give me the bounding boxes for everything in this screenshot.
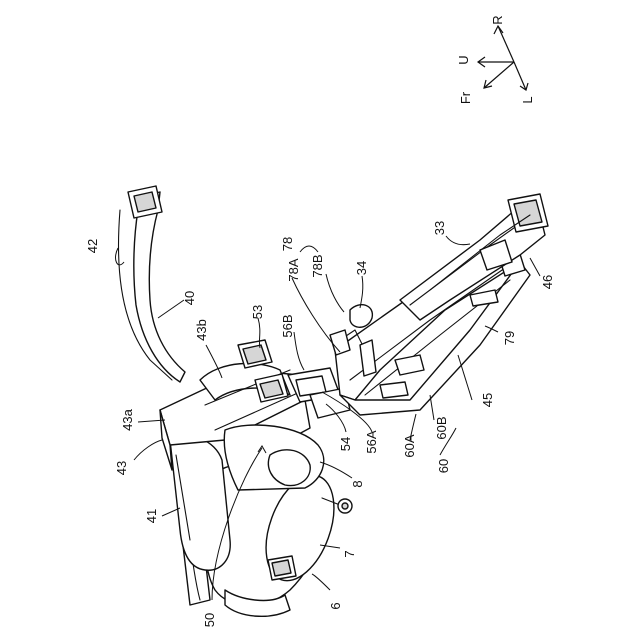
label-33: 33 [432, 221, 447, 235]
label-56B: 56B [280, 314, 295, 337]
axis-l-arrow [514, 62, 526, 90]
direction-indicator: R U Fr L [456, 15, 535, 104]
label-78B: 78B [310, 254, 325, 277]
label-6: 6 [328, 602, 343, 609]
label-43: 43 [114, 461, 129, 475]
label-46: 46 [540, 275, 555, 289]
label-41: 41 [144, 509, 159, 523]
upper-duct-42 [118, 186, 185, 382]
label-60B: 60B [434, 416, 449, 439]
label-56A: 56A [364, 430, 379, 453]
axis-fr-label: Fr [458, 91, 473, 104]
axis-r-label: R [490, 15, 505, 24]
label-78: 78 [280, 237, 295, 251]
label-53: 53 [250, 305, 265, 319]
label-45: 45 [480, 393, 495, 407]
label-50: 50 [202, 613, 217, 627]
label-7: 7 [342, 550, 357, 557]
label-42: 42 [85, 239, 100, 253]
label-79: 79 [502, 331, 517, 345]
axis-u-label: U [456, 55, 471, 64]
axis-l-label: L [520, 96, 535, 103]
label-43a: 43a [120, 408, 135, 430]
label-8: 8 [350, 480, 365, 487]
axis-r-arrow [498, 26, 514, 62]
axis-fr-arrow [484, 62, 514, 88]
label-40: 40 [182, 291, 197, 305]
label-43b: 43b [194, 319, 209, 341]
label-34: 34 [354, 261, 369, 275]
label-54: 54 [338, 437, 353, 451]
label-78A: 78A [286, 258, 301, 281]
label-60A: 60A [402, 434, 417, 457]
label-60: 60 [436, 459, 451, 473]
